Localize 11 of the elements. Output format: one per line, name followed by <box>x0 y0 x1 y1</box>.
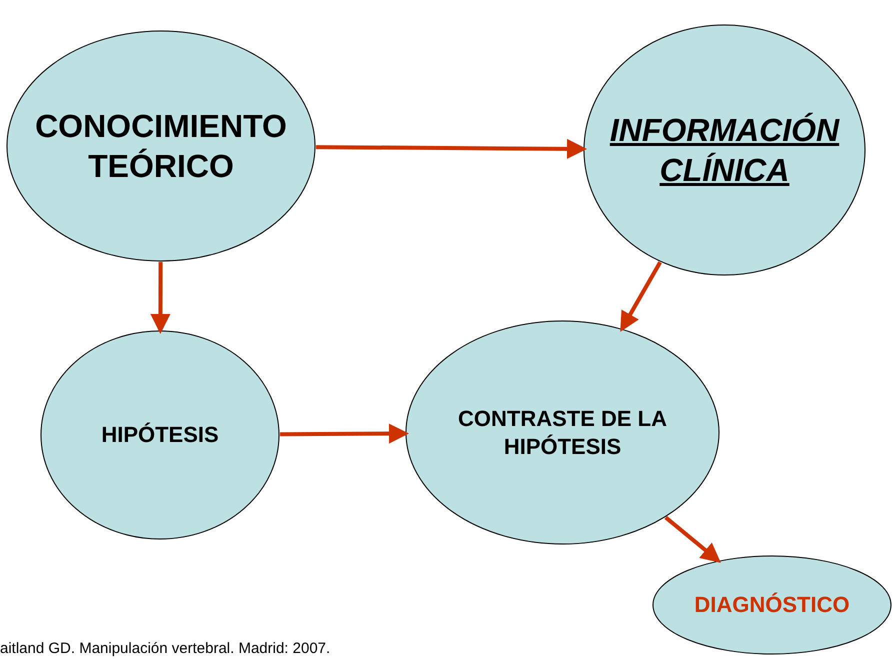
node-label: DIAGNÓSTICO <box>693 591 851 619</box>
arrow <box>150 262 170 334</box>
node-label: CONTRASTE DE LA HIPÓTESIS <box>457 405 668 460</box>
citation-text: aitland GD. Manipulación vertebral. Madrid: 2007. <box>0 639 330 659</box>
node-label: INFORMACIÓN CLÍNICA <box>608 111 841 190</box>
arrow <box>664 516 721 563</box>
arrow <box>620 261 662 332</box>
node-label: HIPÓTESIS <box>100 421 220 449</box>
arrow <box>316 138 587 159</box>
node-label: CONOCIMIENTO TEÓRICO <box>34 107 288 186</box>
arrow <box>280 424 409 444</box>
